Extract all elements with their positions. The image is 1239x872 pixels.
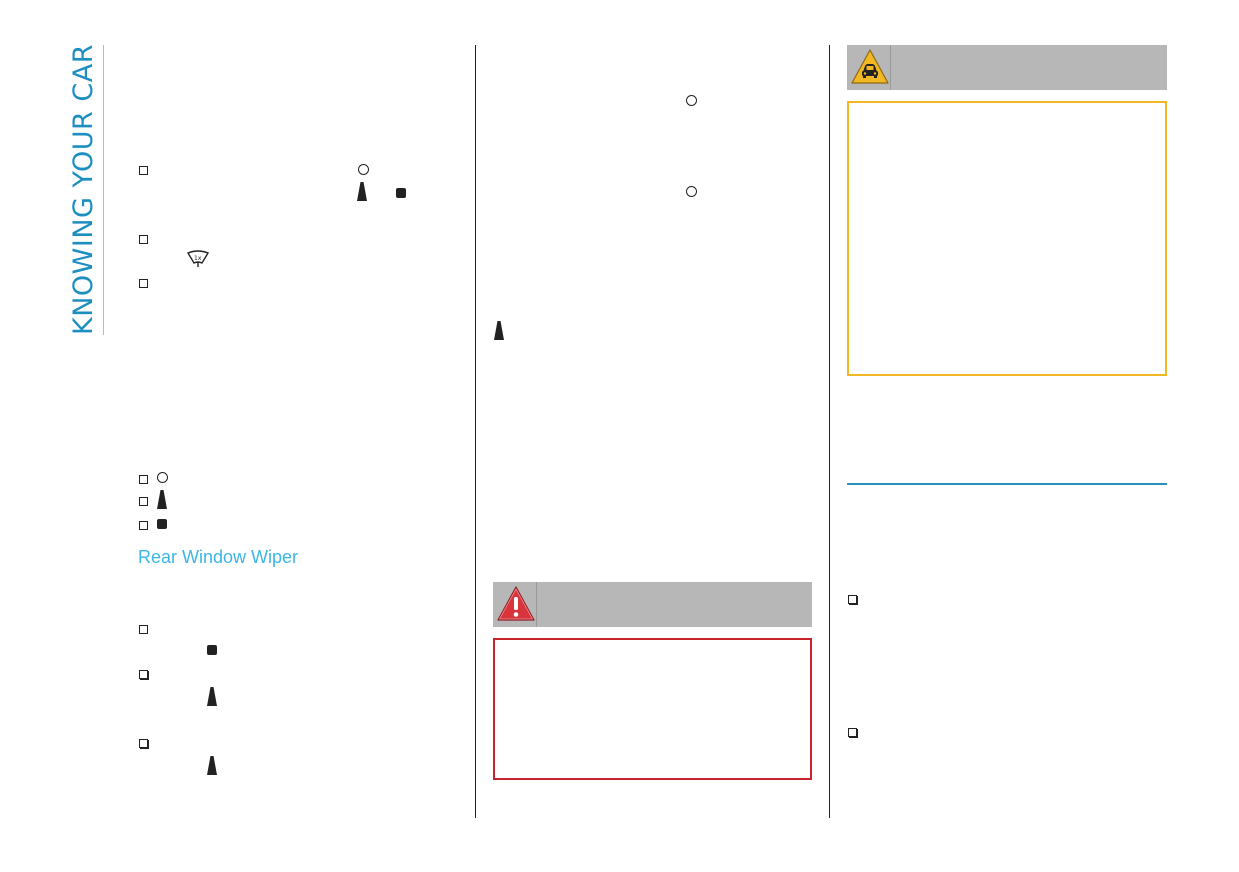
off-position-icon: [686, 186, 697, 197]
bullet-square: [139, 521, 148, 530]
off-position-icon: [157, 472, 168, 483]
block-position-icon: [157, 519, 167, 529]
bullet-square: [848, 728, 857, 737]
bullet-square: [139, 670, 148, 679]
column-divider-left: [475, 45, 476, 818]
off-position-icon: [358, 164, 369, 175]
section-rule: [847, 483, 1167, 485]
bullet-square: [139, 625, 148, 634]
caution-box: [847, 101, 1167, 376]
banner-separator: [536, 582, 537, 627]
bullet-square: [139, 166, 148, 175]
banner-separator: [890, 45, 891, 90]
bullet-square: [139, 475, 148, 484]
svg-text:1x: 1x: [194, 255, 202, 262]
side-running-title: KNOWING YOUR CAR: [68, 44, 99, 335]
side-title-rule: [103, 45, 104, 335]
warning-box: [493, 638, 812, 780]
bullet-square: [139, 279, 148, 288]
bullet-square: [139, 497, 148, 506]
bullet-square: [848, 595, 857, 604]
caution-banner: [847, 45, 1167, 90]
block-position-icon: [207, 645, 217, 655]
car-caution-triangle-icon: [851, 49, 889, 84]
off-position-icon: [686, 95, 697, 106]
bullet-square: [139, 739, 148, 748]
cone-position-icon: [207, 687, 217, 706]
warning-exclamation-triangle-icon: [497, 586, 535, 621]
cone-position-icon: [207, 756, 217, 775]
warning-banner: [493, 582, 812, 627]
cone-position-icon: [357, 182, 367, 201]
wiper-single-sweep-icon: 1x: [187, 250, 209, 267]
bullet-square: [139, 235, 148, 244]
cone-position-icon: [157, 490, 167, 509]
cone-position-icon: [494, 321, 504, 340]
column-divider-right: [829, 45, 830, 818]
block-position-icon: [396, 188, 406, 198]
rear-window-wiper-heading: Rear Window Wiper: [138, 547, 299, 567]
